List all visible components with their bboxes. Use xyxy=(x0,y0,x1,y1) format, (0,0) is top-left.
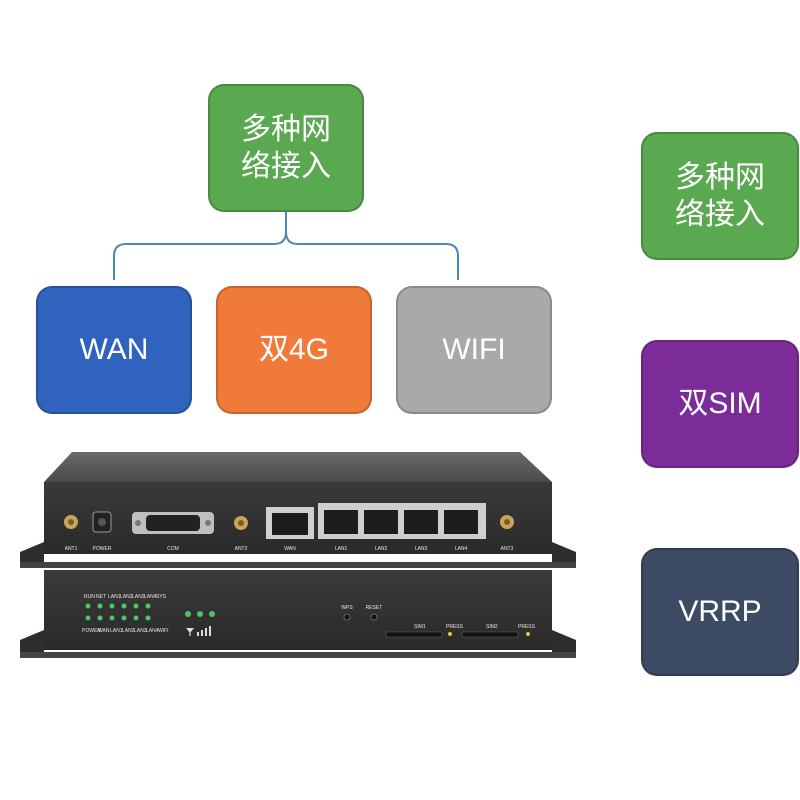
feature-multi-network-box: 多种网络接入 xyxy=(641,132,799,260)
front-label-wps: WPS xyxy=(341,605,353,611)
dual-4g-box: 双4G xyxy=(216,286,372,414)
front-label-sim2: SIM2 xyxy=(486,624,498,630)
wan-box: WAN xyxy=(36,286,192,414)
dual-4g-label: 双4G xyxy=(258,333,330,367)
router-back-unit: ANT1 POWER COM ANT2 WAN LAN1 LAN2 LAN3 L… xyxy=(20,452,576,568)
led-label-sys: SYS xyxy=(156,594,167,600)
back-label-wan: WAN xyxy=(284,546,296,552)
feature-vrrp-box: VRRP xyxy=(641,548,799,676)
signal-strength-icon xyxy=(186,626,211,636)
back-label-power: POWER xyxy=(93,546,112,552)
led-label-lan3: LAN3 xyxy=(132,594,145,600)
sim2-slot xyxy=(461,631,519,638)
feature-dual-sim-label: 双SIM xyxy=(678,387,762,421)
wan-label: WAN xyxy=(79,333,149,367)
led-label-net: NET xyxy=(96,594,106,600)
led-label-lan2-b: LAN2 xyxy=(122,628,135,634)
wps-button xyxy=(343,613,351,621)
feature-dual-sim-box: 双SIM xyxy=(641,340,799,468)
back-label-com: COM xyxy=(167,546,179,552)
network-access-label: 多种网络接入 xyxy=(241,111,331,185)
back-label-ant1: ANT1 xyxy=(65,546,78,552)
back-label-lan3: LAN3 xyxy=(415,546,428,552)
led-label-wan-b: WAN xyxy=(98,628,110,634)
reset-button xyxy=(370,613,378,621)
led-label-lan1-b: LAN1 xyxy=(110,628,123,634)
signal-led-panel xyxy=(185,611,215,636)
status-led-panel: RUN NET LAN1 LAN2 LAN3 LAN4 SYS POWER WA… xyxy=(82,594,169,634)
led-label-run: RUN xyxy=(84,594,95,600)
back-label-lan2: LAN2 xyxy=(375,546,388,552)
led-label-lan3-b: LAN3 xyxy=(134,628,147,634)
network-access-box: 多种网络接入 xyxy=(208,84,364,212)
led-label-lan4-b: LAN4 xyxy=(146,628,159,634)
led-label-lan1: LAN1 xyxy=(108,594,121,600)
led-label-wifi-b: WIFI xyxy=(158,628,169,634)
front-label-reset: RESET xyxy=(366,605,383,611)
led-label-lan4: LAN4 xyxy=(144,594,157,600)
front-label-press2: PRESS xyxy=(518,624,536,630)
led-label-power-b: POWER xyxy=(82,628,101,634)
back-label-lan4: LAN4 xyxy=(455,546,468,552)
back-label-ant2: ANT2 xyxy=(235,546,248,552)
wifi-box: WIFI xyxy=(396,286,552,414)
led-label-lan2: LAN2 xyxy=(120,594,133,600)
sim1-slot xyxy=(385,631,443,638)
router-front-unit: RUN NET LAN1 LAN2 LAN3 LAN4 SYS POWER WA… xyxy=(20,570,576,658)
back-label-ant3: ANT3 xyxy=(501,546,514,552)
front-label-press1: PRESS xyxy=(446,624,464,630)
feature-vrrp-label: VRRP xyxy=(678,595,762,629)
feature-multi-network-label: 多种网络接入 xyxy=(675,159,765,233)
front-label-sim1: SIM1 xyxy=(414,624,426,630)
back-label-lan1: LAN1 xyxy=(335,546,348,552)
wifi-label: WIFI xyxy=(442,333,506,367)
